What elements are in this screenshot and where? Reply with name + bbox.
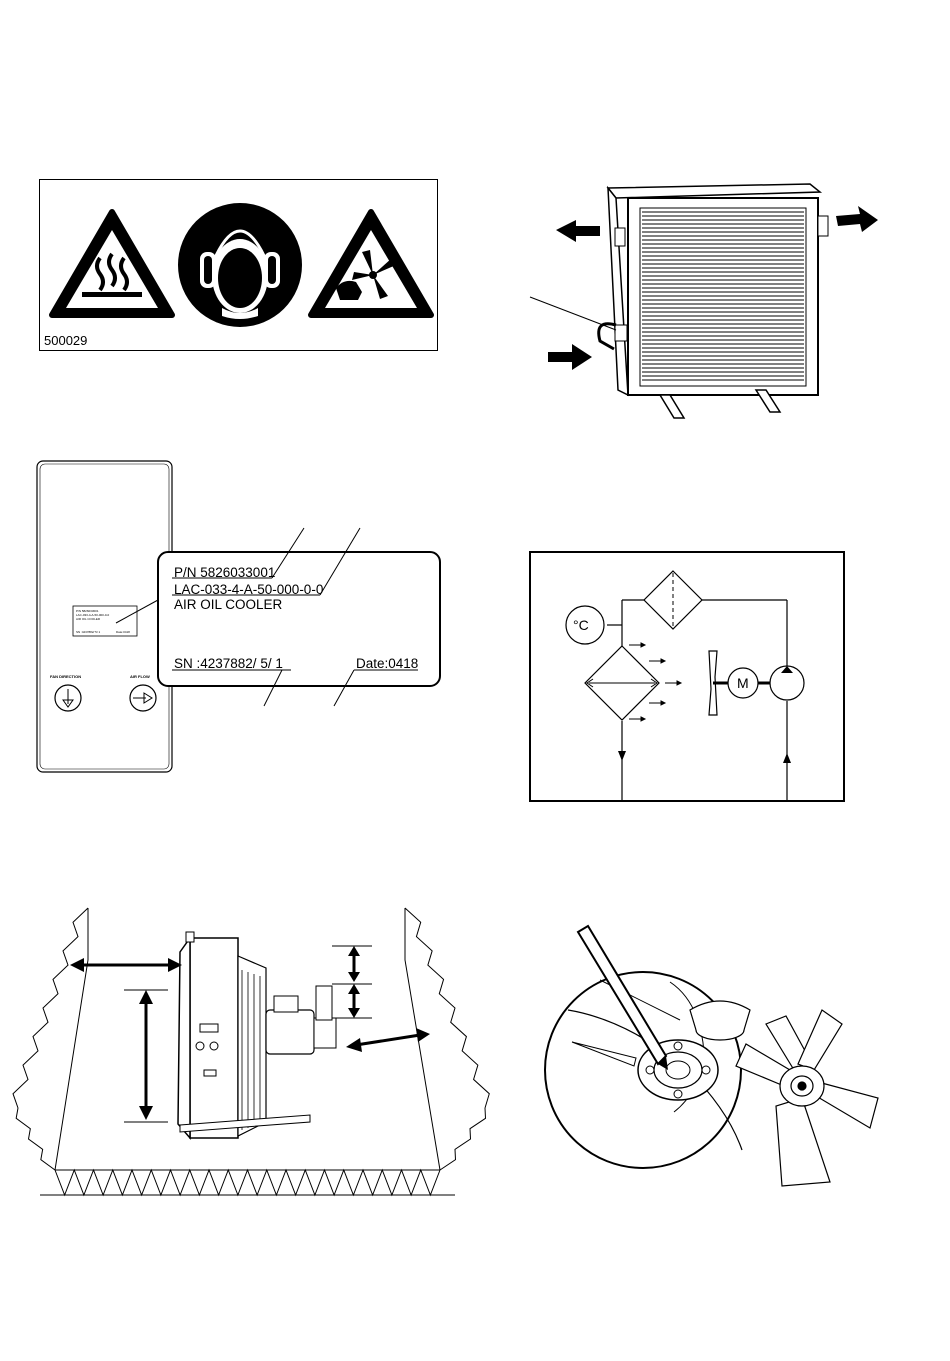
sign-code: 500029 xyxy=(44,333,87,348)
rotating-fan-hazard-icon xyxy=(311,212,431,315)
manufacture-date: Date:0418 xyxy=(356,656,418,671)
air-flow-label: AIR FLOW xyxy=(130,674,150,679)
temperature-label: °C xyxy=(573,617,589,633)
ear-protection-icon xyxy=(178,203,302,327)
hydraulic-schematic: °C M xyxy=(529,551,845,802)
fan-mounting-detail xyxy=(540,920,890,1200)
serial-number: SN :4237882/ 5/ 1 xyxy=(174,656,283,671)
fan-assembly-icon xyxy=(736,1010,878,1186)
motor-label: M xyxy=(737,675,749,691)
mini-date: Date:0418 xyxy=(116,630,130,634)
type-plate-panel: P/N 5826033001 LAC-033-4-A-50-000-0-0 AI… xyxy=(36,460,446,775)
cooler-flow-illustration xyxy=(520,180,900,430)
mini-product-name: AIR OIL COOLER xyxy=(76,617,100,621)
mini-serial: SN :4237882/ 5/ 1 xyxy=(76,630,100,634)
fan-direction-label: FAN DIRECTION xyxy=(50,674,81,679)
product-name: AIR OIL COOLER xyxy=(174,597,282,612)
inlet-arrow xyxy=(548,344,592,370)
model-code: LAC-033-4-A-50-000-0-0 xyxy=(174,582,323,597)
part-number: P/N 5826033001 xyxy=(174,565,275,580)
installation-clearance-illustration xyxy=(0,900,500,1200)
hot-surface-warning-icon xyxy=(52,212,172,315)
outlet-arrow-left xyxy=(556,220,600,242)
outlet-arrow-right xyxy=(836,206,878,232)
safety-signs-panel: 500029 xyxy=(39,179,438,351)
